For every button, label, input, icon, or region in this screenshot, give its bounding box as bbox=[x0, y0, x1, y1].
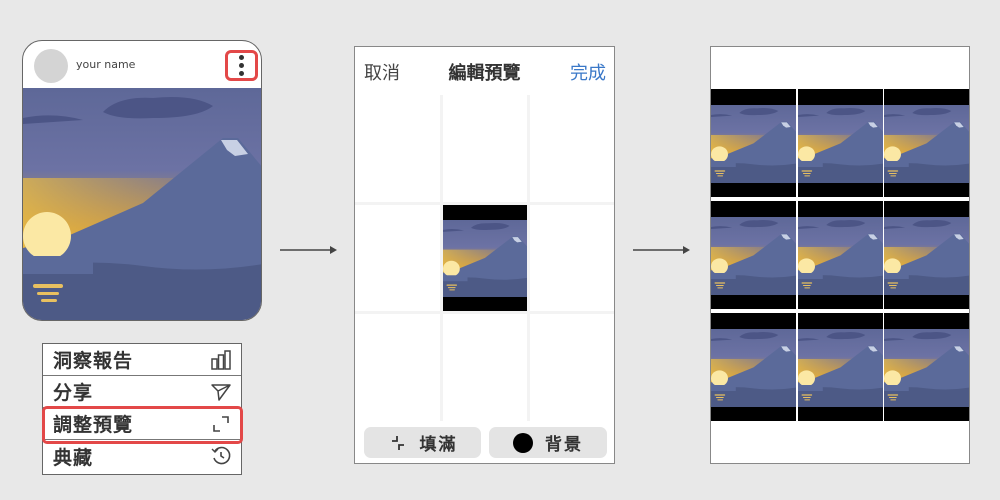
editor-footer: 填滿 背景 bbox=[355, 421, 614, 463]
result-tile bbox=[884, 89, 969, 197]
grid-cell bbox=[355, 95, 440, 202]
tile-image bbox=[711, 329, 796, 407]
crop-expand-icon bbox=[213, 415, 229, 432]
menu-item-archive[interactable]: 典藏 bbox=[43, 440, 241, 472]
avatar[interactable] bbox=[34, 49, 68, 83]
grid-cell bbox=[443, 95, 527, 202]
bar-chart-icon bbox=[211, 349, 231, 370]
tile-image bbox=[884, 105, 969, 183]
cancel-button[interactable]: 取消 bbox=[364, 63, 400, 84]
tile-image bbox=[798, 217, 883, 295]
menu-item-label: 洞察報告 bbox=[53, 350, 134, 372]
fill-button[interactable]: 填滿 bbox=[364, 427, 481, 458]
tile-image bbox=[798, 329, 883, 407]
menu-item-label: 調整預覽 bbox=[53, 414, 134, 436]
menu-item-insights[interactable]: 洞察報告 bbox=[43, 344, 241, 376]
dot-icon bbox=[239, 63, 244, 68]
arrow-right-icon bbox=[633, 246, 690, 254]
grid-cell-preview[interactable] bbox=[443, 205, 527, 311]
arrow-right-icon bbox=[280, 246, 337, 254]
dot-icon bbox=[239, 55, 244, 60]
result-tile bbox=[798, 313, 883, 421]
history-icon bbox=[211, 446, 231, 465]
result-tile bbox=[798, 201, 883, 309]
dot-icon bbox=[239, 71, 244, 76]
editor-title: 編輯預覽 bbox=[448, 63, 521, 84]
circle-icon bbox=[513, 432, 533, 453]
menu-item-label: 分享 bbox=[53, 382, 94, 404]
grid-result bbox=[710, 46, 970, 464]
username[interactable]: your name bbox=[76, 58, 136, 71]
done-button[interactable]: 完成 bbox=[570, 63, 606, 84]
result-tile bbox=[711, 201, 796, 309]
fill-label: 填滿 bbox=[419, 435, 458, 455]
grid-cell bbox=[355, 314, 440, 421]
editor-header: 編輯預覽 取消 完成 bbox=[355, 47, 614, 95]
grid-cell bbox=[530, 314, 614, 421]
highlight-adjust-preview bbox=[42, 406, 243, 444]
grid-cell bbox=[443, 314, 527, 421]
menu-item-label: 典藏 bbox=[53, 446, 94, 469]
result-tile bbox=[884, 313, 969, 421]
result-tile bbox=[798, 89, 883, 197]
grid-cell bbox=[530, 205, 614, 311]
result-tile bbox=[884, 201, 969, 309]
shrink-icon bbox=[391, 435, 404, 450]
result-tile bbox=[711, 313, 796, 421]
post-card: your name bbox=[22, 40, 262, 321]
preview-grid bbox=[355, 95, 614, 421]
preview-editor: 編輯預覽 取消 完成 填滿 背景 bbox=[354, 46, 615, 464]
menu-item-share[interactable]: 分享 bbox=[43, 376, 241, 408]
grid-cell bbox=[355, 205, 440, 311]
background-button[interactable]: 背景 bbox=[489, 427, 607, 458]
tile-image bbox=[884, 329, 969, 407]
preview-image[interactable] bbox=[443, 220, 527, 297]
tile-image bbox=[711, 217, 796, 295]
background-label: 背景 bbox=[545, 435, 583, 455]
post-image bbox=[23, 88, 261, 320]
grid-cell bbox=[530, 95, 614, 202]
result-tile bbox=[711, 89, 796, 197]
tile-image bbox=[798, 105, 883, 183]
options-menu: 洞察報告 分享 調整預覽 典藏 bbox=[42, 343, 242, 475]
tile-image bbox=[711, 105, 796, 183]
tile-image bbox=[884, 217, 969, 295]
more-options-button[interactable] bbox=[225, 50, 258, 81]
menu-item-adjust-preview[interactable]: 調整預覽 bbox=[43, 408, 241, 440]
send-icon bbox=[211, 383, 231, 401]
